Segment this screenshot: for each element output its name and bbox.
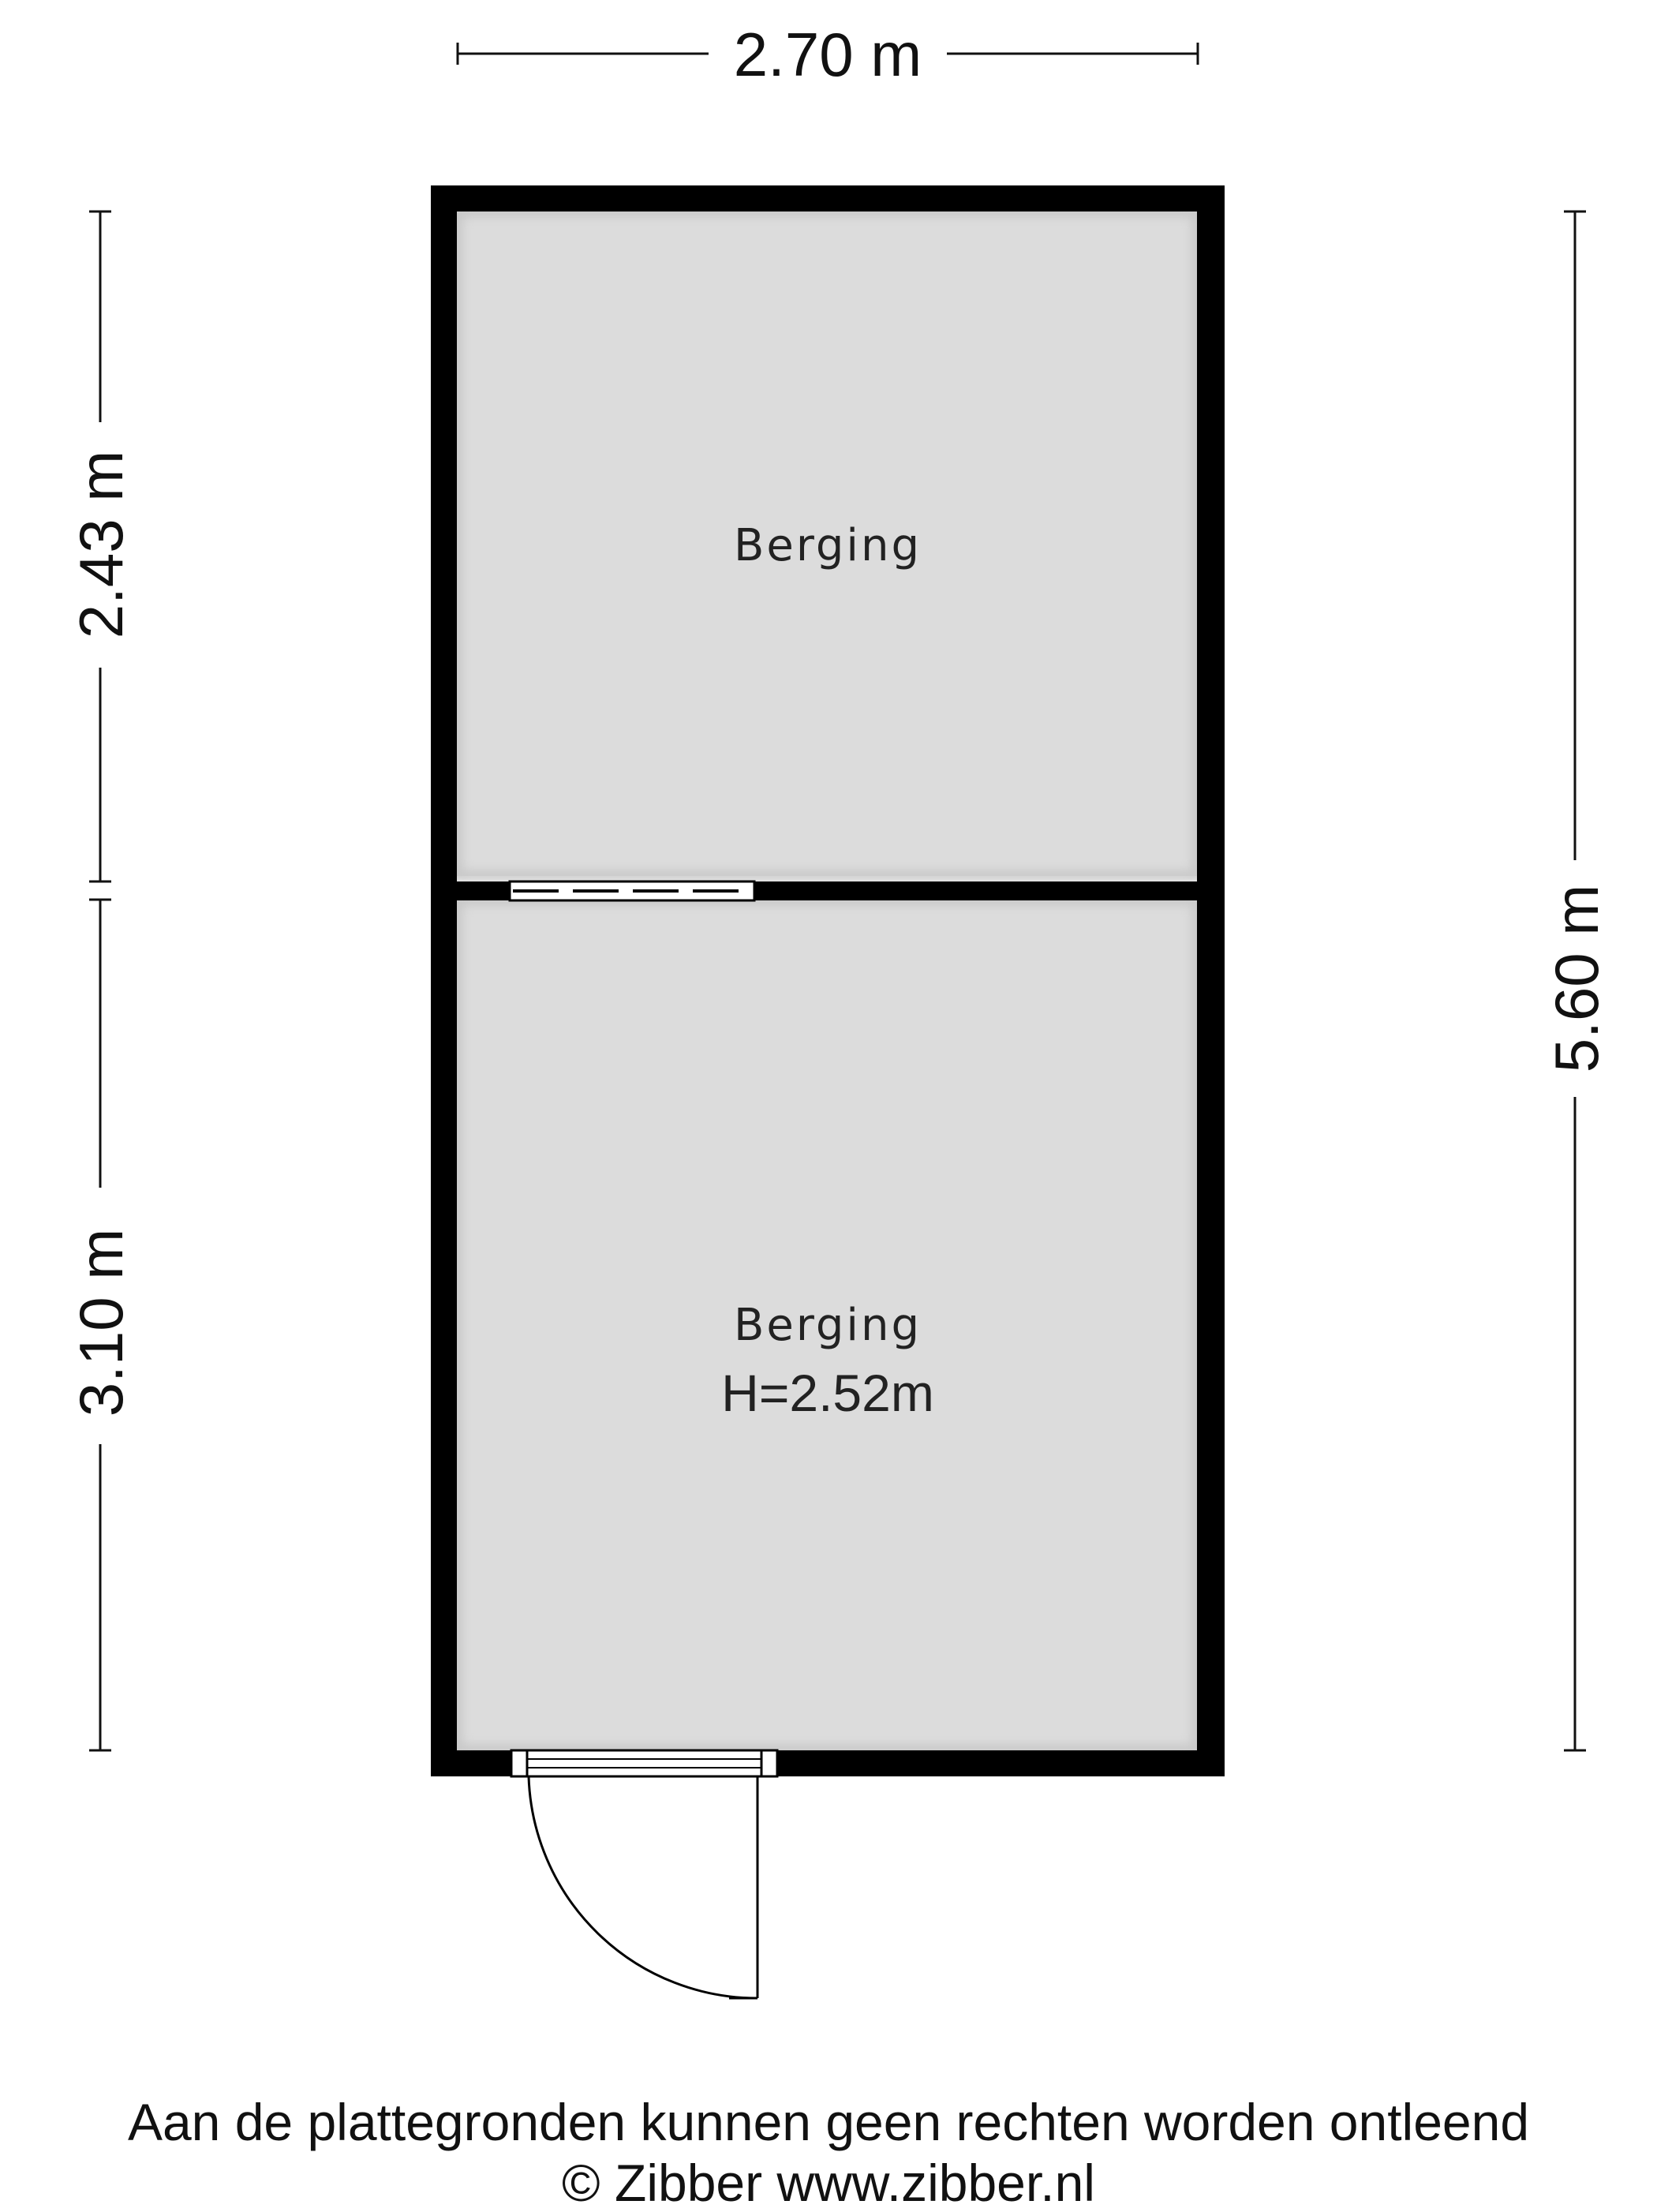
total-length-label: 5.60 m — [1542, 885, 1611, 1072]
door-frame — [510, 1749, 779, 1778]
upper-length-dimension: 2.43 m — [66, 210, 136, 883]
lower-length-dimension: 3.10 m — [66, 898, 136, 1752]
upper-length-label: 2.43 m — [66, 451, 136, 638]
wall-top — [431, 185, 1225, 211]
interior-opening — [508, 880, 756, 902]
lower-room-floor — [457, 900, 1197, 1750]
wall-left — [431, 185, 457, 1776]
door-jamb-left — [510, 1749, 529, 1778]
lower-room-name: Berging — [734, 1300, 922, 1351]
width-dimension-label: 2.70 m — [734, 20, 922, 89]
width-dimension: 2.70 m — [456, 20, 1199, 89]
lower-room-height: H=2.52m — [721, 1364, 934, 1422]
wall-right — [1197, 185, 1225, 1776]
total-length-dimension: 5.60 m — [1542, 210, 1611, 1752]
disclaimer-text: Aan de plattegronden kunnen geen rechten… — [127, 2093, 1530, 2151]
lower-length-label: 3.10 m — [66, 1229, 136, 1417]
upper-room-floor — [457, 211, 1197, 876]
walls — [431, 185, 1225, 1776]
door-swing-arc — [527, 1776, 758, 2000]
copyright-text: © Zibber www.zibber.nl — [562, 2154, 1095, 2212]
wall-bottom-left — [431, 1750, 511, 1776]
wall-bottom-right — [777, 1750, 1225, 1776]
entrance-door — [510, 1749, 779, 2000]
door-jamb-right — [760, 1749, 779, 1778]
upper-room-name: Berging — [734, 520, 922, 571]
